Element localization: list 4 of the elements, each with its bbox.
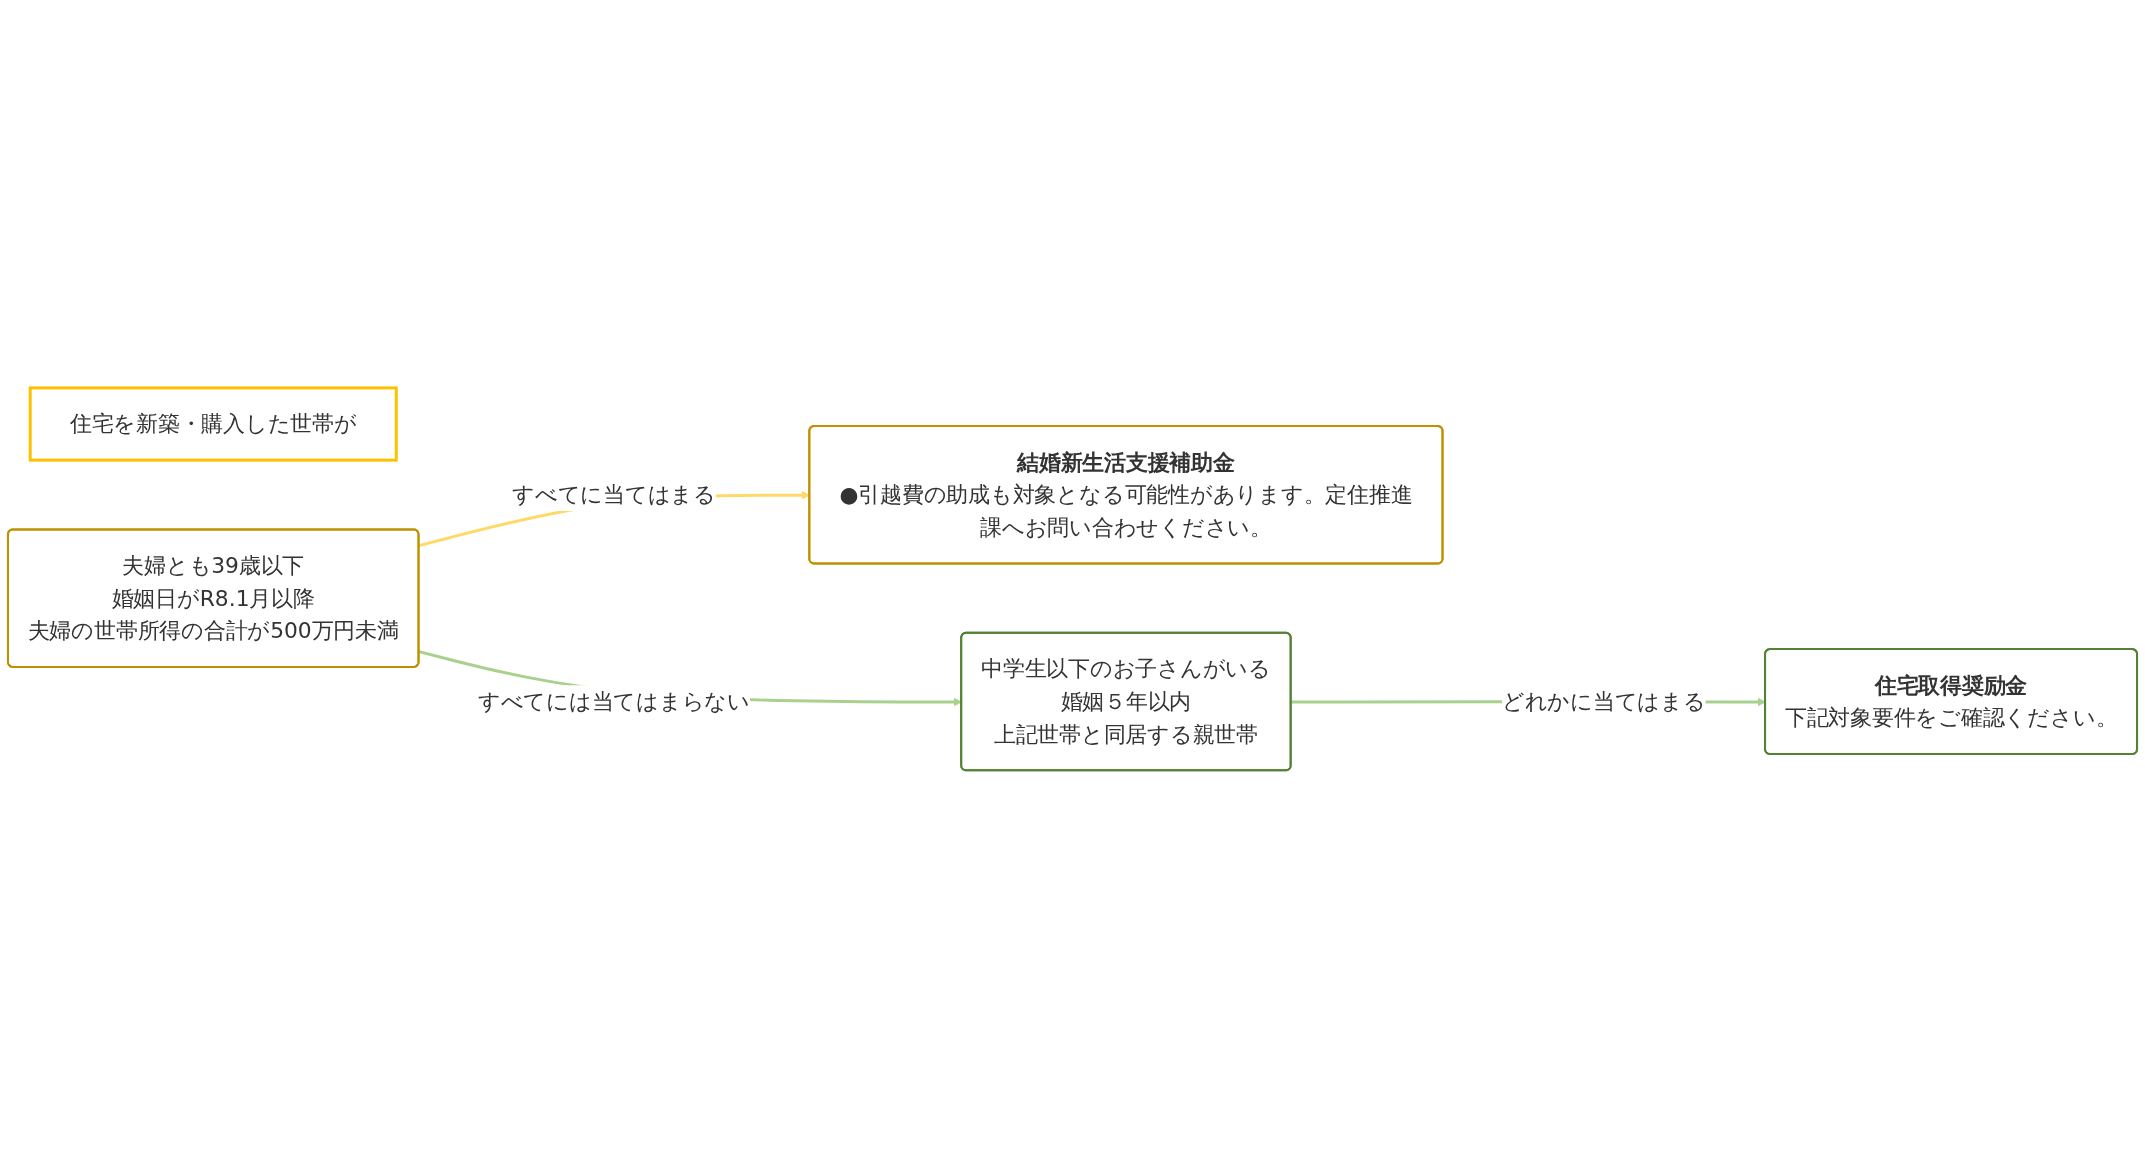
node-box: 住宅を新築・購入した世帯が [28,386,398,462]
edge-label: すべてに当てはまる [512,482,716,508]
edge-label: どれかに当てはまる [1501,689,1706,714]
edge-label: すべてには当てはまらない [477,689,750,714]
